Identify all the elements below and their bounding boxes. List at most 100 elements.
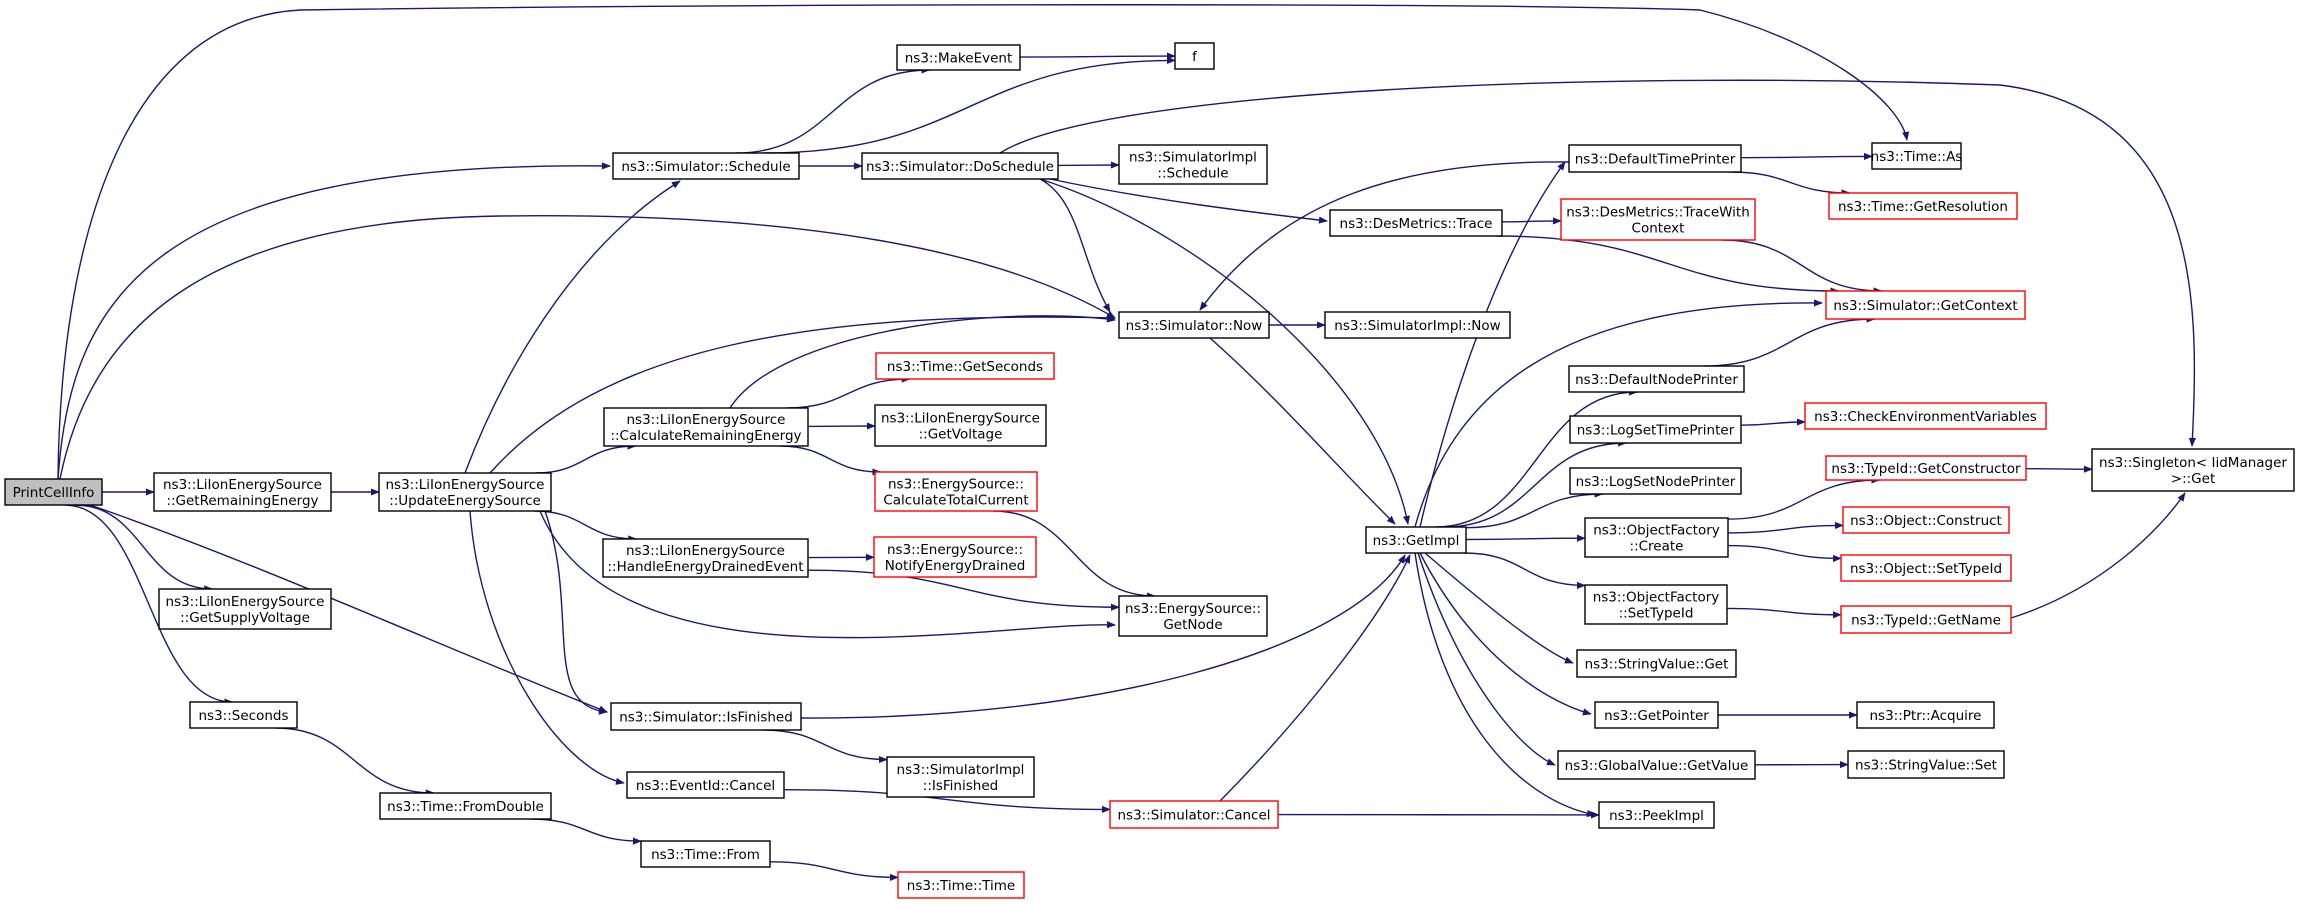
node-desmetricstrace[interactable]: ns3::DesMetrics::Trace bbox=[1329, 209, 1503, 237]
node-implisfinished[interactable]: ns3::SimulatorImpl::IsFinished bbox=[886, 756, 1035, 798]
node-label-line: GetNode bbox=[1163, 617, 1222, 633]
call-edge-schedule-to-makeevent bbox=[736, 66, 931, 154]
node-label-line: ns3::Seconds bbox=[199, 708, 289, 724]
node-updateenergysource[interactable]: ns3::LiIonEnergySource::UpdateEnergySour… bbox=[378, 472, 552, 512]
node-seconds[interactable]: ns3::Seconds bbox=[189, 701, 298, 729]
node-timeas[interactable]: ns3::Time::As bbox=[1871, 142, 1963, 170]
node-getconstructor[interactable]: ns3::TypeId::GetConstructor bbox=[1825, 455, 2027, 481]
node-logsettimeprinter[interactable]: ns3::LogSetTimePrinter bbox=[1569, 415, 1742, 444]
node-makeevent[interactable]: ns3::MakeEvent bbox=[896, 44, 1021, 71]
node-label-line: ns3::Time::FromDouble bbox=[387, 799, 544, 815]
node-box bbox=[1109, 800, 1279, 829]
call-edge-cancelid-to-simcancel bbox=[783, 789, 1111, 813]
node-label-line: ns3::LiIonEnergySource bbox=[163, 477, 322, 493]
call-edge-tracewithcontext-to-getcontext bbox=[1722, 239, 1883, 295]
call-edge-doschedule-to-simnow bbox=[1039, 178, 1111, 313]
node-simnow[interactable]: ns3::Simulator::Now bbox=[1118, 311, 1270, 339]
node-getpointer[interactable]: ns3::GetPointer bbox=[1594, 701, 1719, 729]
node-getresolution[interactable]: ns3::Time::GetResolution bbox=[1828, 192, 2018, 220]
node-stringvalueset[interactable]: ns3::StringValue::Set bbox=[1847, 750, 2005, 779]
node-notifydrained[interactable]: ns3::EnergySource::NotifyEnergyDrained bbox=[873, 536, 1037, 578]
node-box bbox=[2091, 448, 2295, 492]
call-edge-logsettimeprinter-to-checkenv bbox=[1740, 418, 1806, 426]
call-edge-calcremaining-to-calctotalcurrent bbox=[779, 445, 882, 476]
node-defaultnodeprinter[interactable]: ns3::DefaultNodePrinter bbox=[1568, 365, 1745, 393]
node-implnow[interactable]: ns3::SimulatorImpl::Now bbox=[1324, 311, 1511, 339]
node-simcancel[interactable]: ns3::Simulator::Cancel bbox=[1109, 800, 1279, 829]
node-label-line: ns3::DefaultTimePrinter bbox=[1575, 152, 1736, 168]
node-label-line: ns3::LiIonEnergySource bbox=[166, 594, 325, 610]
call-edge-calcremaining-to-getseconds bbox=[786, 375, 911, 409]
node-peekimpl[interactable]: ns3::PeekImpl bbox=[1598, 801, 1715, 829]
call-edge-getimpl-to-logsetnodeprinter bbox=[1465, 490, 1604, 529]
node-schedule[interactable]: ns3::Simulator::Schedule bbox=[612, 152, 800, 180]
node-timefrom[interactable]: ns3::Time::From bbox=[640, 840, 771, 868]
node-box bbox=[1560, 198, 1756, 241]
node-label-line: ns3::Simulator::Cancel bbox=[1117, 808, 1270, 824]
node-label-line: ns3::DesMetrics::TraceWith bbox=[1566, 205, 1750, 221]
node-checkenv[interactable]: ns3::CheckEnvironmentVariables bbox=[1804, 402, 2047, 430]
node-label-line: ns3::ObjectFactory bbox=[1593, 590, 1720, 606]
call-edge-simnow-to-getimpl bbox=[1209, 337, 1396, 525]
node-box bbox=[1569, 415, 1742, 444]
node-label-line: ::UpdateEnergySource bbox=[389, 493, 541, 509]
node-label-line: ns3::Simulator::IsFinished bbox=[619, 710, 793, 726]
node-label-line: ns3::SimulatorImpl::Now bbox=[1334, 318, 1500, 334]
node-box bbox=[1871, 142, 1962, 170]
node-handledrained[interactable]: ns3::LiIonEnergySource::HandleEnergyDrai… bbox=[602, 538, 809, 578]
node-implschedule[interactable]: ns3::SimulatorImpl::Schedule bbox=[1118, 144, 1268, 185]
node-ofsettypeid[interactable]: ns3::ObjectFactory::SetTypeId bbox=[1584, 584, 1728, 625]
node-box bbox=[610, 702, 802, 731]
node-label-line: ns3::ObjectFactory bbox=[1593, 523, 1720, 539]
node-ofcreate[interactable]: ns3::ObjectFactory::Create bbox=[1584, 517, 1729, 558]
node-box bbox=[626, 771, 785, 799]
node-getseconds[interactable]: ns3::Time::GetSeconds bbox=[875, 352, 1055, 380]
node-f[interactable]: f bbox=[1174, 42, 1215, 70]
node-getname[interactable]: ns3::TypeId::GetName bbox=[1840, 605, 2012, 634]
node-getvoltage[interactable]: ns3::LiIonEnergySource::GetVoltage bbox=[874, 404, 1047, 447]
node-label-line: ns3::Time::As bbox=[1871, 149, 1963, 165]
call-edge-defaultnodeprinter-to-getcontext bbox=[1703, 315, 1876, 367]
node-objsettypeid[interactable]: ns3::Object::SetTypeId bbox=[1840, 554, 2012, 582]
node-label-line: ::Schedule bbox=[1157, 166, 1228, 182]
node-timetime[interactable]: ns3::Time::Time bbox=[897, 871, 1025, 899]
node-logsetnodeprinter[interactable]: ns3::LogSetNodePrinter bbox=[1569, 467, 1742, 495]
node-fromdouble[interactable]: ns3::Time::FromDouble bbox=[379, 792, 552, 820]
node-getnode[interactable]: ns3::EnergySource::GetNode bbox=[1118, 595, 1268, 637]
call-edge-updateenergysource-to-schedule bbox=[464, 180, 681, 474]
node-box bbox=[1856, 701, 1995, 729]
node-getcontext[interactable]: ns3::Simulator::GetContext bbox=[1825, 290, 2026, 320]
call-edge-timefrom-to-timetime bbox=[769, 861, 899, 881]
node-label-line: f bbox=[1192, 49, 1198, 65]
node-isfinished[interactable]: ns3::Simulator::IsFinished bbox=[610, 702, 802, 731]
call-edge-printcellinfo-to-getsupplyvoltage bbox=[74, 504, 214, 593]
node-stringvalueget[interactable]: ns3::StringValue::Get bbox=[1576, 649, 1737, 678]
node-calctotalcurrent[interactable]: ns3::EnergySource::CalculateTotalCurrent bbox=[874, 471, 1038, 512]
call-edge-ofcreate-to-objconstruct bbox=[1727, 521, 1844, 534]
node-calcremaining[interactable]: ns3::LiIonEnergySource::CalculateRemaini… bbox=[603, 407, 809, 447]
node-box bbox=[1329, 209, 1503, 237]
call-edge-getconstructor-to-singletonget bbox=[2025, 465, 2093, 473]
node-defaulttimeprinter[interactable]: ns3::DefaultTimePrinter bbox=[1568, 144, 1742, 173]
node-box bbox=[874, 471, 1038, 512]
node-label-line: ns3::StringValue::Set bbox=[1855, 758, 1997, 774]
node-box bbox=[1825, 290, 2026, 320]
node-objconstruct[interactable]: ns3::Object::Construct bbox=[1842, 506, 2010, 534]
node-globalvalue[interactable]: ns3::GlobalValue::GetValue bbox=[1557, 750, 1756, 780]
node-box bbox=[1840, 554, 2012, 582]
node-getsupplyvoltage[interactable]: ns3::LiIonEnergySource::GetSupplyVoltage bbox=[158, 588, 332, 630]
call-edge-getimpl-to-logsettimeprinter bbox=[1444, 439, 1628, 528]
call-edge-getimpl-to-globalvalue bbox=[1417, 552, 1556, 766]
node-doschedule[interactable]: ns3::Simulator::DoSchedule bbox=[861, 152, 1059, 180]
node-cancelid[interactable]: ns3::EventId::Cancel bbox=[626, 771, 785, 799]
node-label-line: ns3::EnergySource:: bbox=[887, 542, 1023, 558]
node-label-line: ns3::MakeEvent bbox=[905, 51, 1013, 67]
node-label-line: ns3::EnergySource:: bbox=[888, 477, 1024, 493]
node-getimpl[interactable]: ns3::GetImpl bbox=[1365, 526, 1467, 554]
node-getremainingenergy[interactable]: ns3::LiIonEnergySource::GetRemainingEner… bbox=[153, 472, 332, 512]
node-singletonget[interactable]: ns3::Singleton< IidManager>::Get bbox=[2091, 448, 2295, 492]
node-box bbox=[886, 756, 1035, 798]
node-ptracquire[interactable]: ns3::Ptr::Acquire bbox=[1856, 701, 1995, 729]
